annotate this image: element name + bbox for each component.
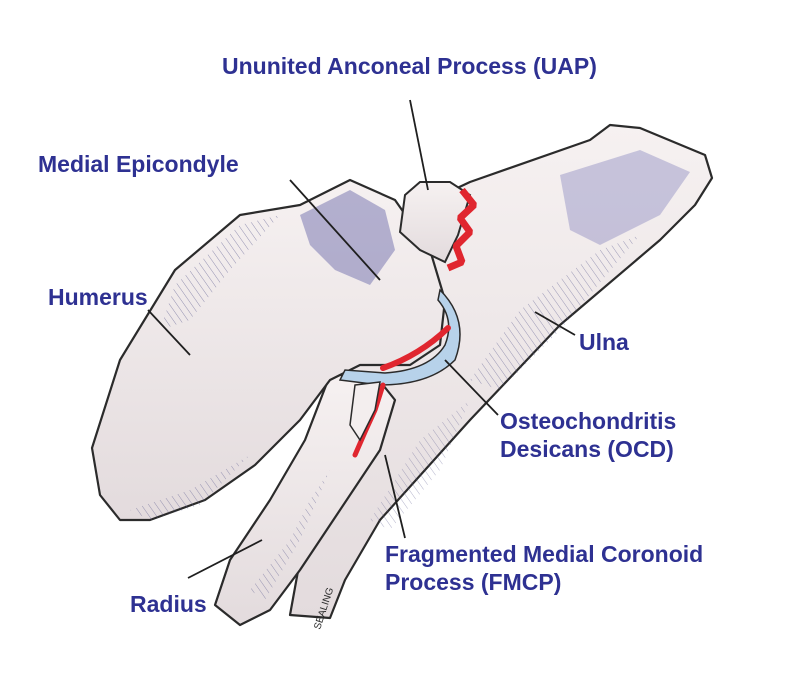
radius-label: Radius	[130, 591, 207, 617]
radius-hatch	[250, 470, 330, 600]
uap-fracture	[446, 187, 477, 272]
ulna-label: Ulna	[579, 329, 629, 355]
uap-label: Ununited Anconeal Process (UAP)	[222, 53, 597, 79]
ocd-lesion	[380, 325, 451, 371]
fmcp-leader	[384, 454, 406, 539]
radius-bone	[213, 373, 397, 627]
joint-cartilage	[338, 288, 461, 386]
ocd-label-line1: Osteochondritis	[500, 408, 677, 434]
medial-epicondyle-label: Medial Epicondyle	[38, 151, 239, 177]
ulna-shadow	[560, 150, 690, 245]
leader-lines	[147, 99, 576, 579]
humerus-hatch	[160, 215, 280, 330]
fmcp-label-line2: Process (FMCP)	[385, 569, 562, 595]
ocd-label-line2: Desicans (OCD)	[500, 436, 674, 462]
humerus-shadow	[300, 190, 395, 285]
fmcp-label-line1: Fragmented Medial Coronoid	[385, 541, 704, 567]
humerus-leader	[147, 309, 191, 356]
ulna-hatch	[470, 235, 640, 390]
uap-leader	[409, 99, 429, 191]
ulna-leader	[534, 311, 576, 336]
fmcp-label: Fragmented Medial Coronoid Process (FMCP…	[385, 540, 703, 596]
coronoid-fragment	[349, 381, 381, 442]
medial-epicondyle-leader	[289, 179, 381, 281]
ocd-leader	[444, 359, 499, 416]
radius-leader	[187, 539, 263, 579]
humerus-hatch-lower	[130, 455, 250, 520]
ocd-label: Osteochondritis Desicans (OCD)	[500, 407, 676, 463]
humerus-label: Humerus	[48, 284, 148, 310]
